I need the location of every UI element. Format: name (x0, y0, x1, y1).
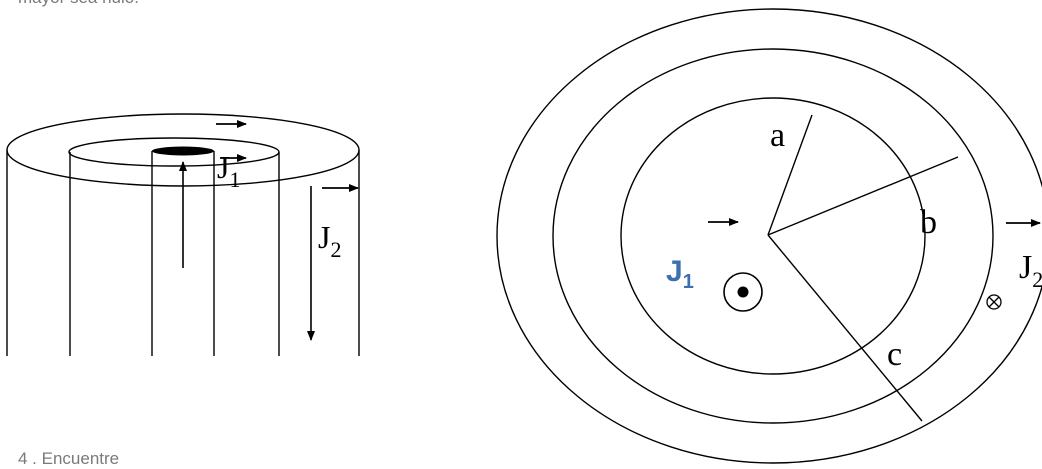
current-out-of-page-icon (723, 272, 763, 312)
cylinder-outer-label: J2 (318, 219, 341, 262)
radius-a-ellipse (620, 97, 926, 375)
intro-text: mayor sea nulo. (18, 0, 139, 8)
radius-b-line (767, 156, 959, 236)
radius-c-ellipse (552, 48, 994, 424)
cross-section-outer-label: J2 (1019, 249, 1042, 292)
cylinder-core-ellipse (152, 146, 214, 156)
cross-section-inner-label: J1 (666, 255, 694, 293)
cross-section-diagram: a b c J1 J2 (496, 8, 1042, 464)
footer-text: 4 . Encuentre (18, 449, 120, 468)
current-into-page-icon (986, 294, 1002, 310)
outer-boundary-ellipse (496, 8, 1042, 464)
cylinder-diagram: J1 J2 (6, 113, 360, 356)
radius-c-line (767, 234, 923, 422)
cylinder-inner-label: J1 (217, 149, 240, 192)
radius-b-label: b (920, 204, 937, 241)
radius-a-label: a (770, 117, 785, 154)
radius-a-line (767, 114, 813, 236)
radius-c-label: c (887, 336, 902, 373)
